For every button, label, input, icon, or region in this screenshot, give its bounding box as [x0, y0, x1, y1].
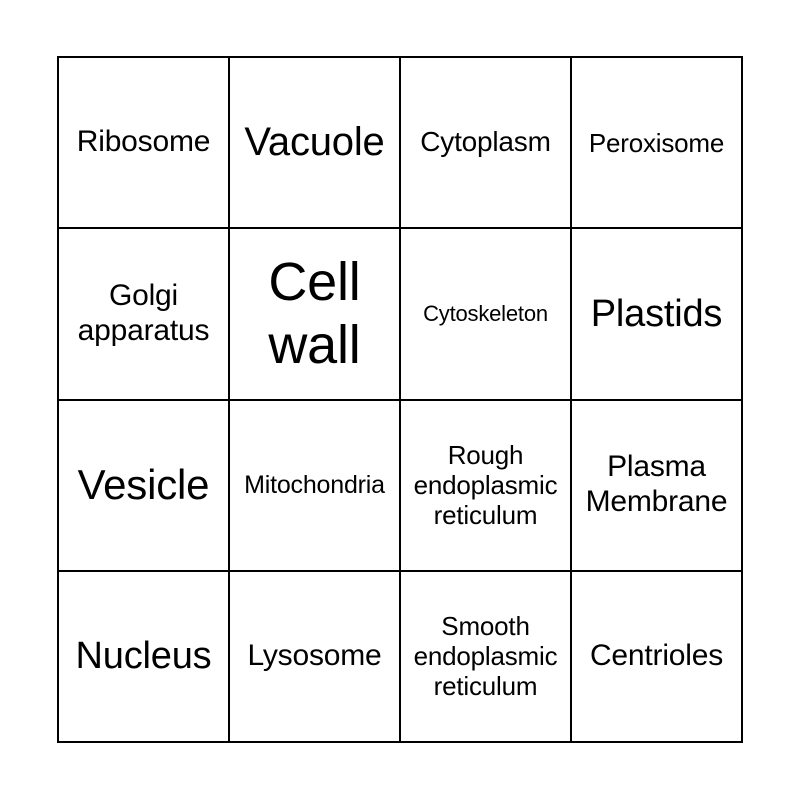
bingo-cell[interactable]: Rough endoplasmic reticulum [401, 400, 572, 572]
bingo-cell-label: Rough endoplasmic reticulum [413, 439, 558, 531]
bingo-cell-label: Vesicle [77, 460, 210, 508]
bingo-cell[interactable]: Plasma Membrane [572, 400, 743, 572]
bingo-cell-label: Smooth endoplasmic reticulum [413, 611, 558, 702]
bingo-cell-label: Golgi apparatus [77, 279, 210, 347]
bingo-cell-label: Vacuole [244, 120, 385, 165]
bingo-cell-label: Centrioles [589, 638, 724, 672]
bingo-cell[interactable]: Centrioles [572, 571, 743, 743]
bingo-cell[interactable]: Cytoskeleton [401, 229, 572, 401]
bingo-cell-label: Peroxisome [588, 127, 725, 158]
bingo-card-grid: Ribosome Vacuole Cytoplasm Peroxisome Go… [57, 56, 743, 743]
bingo-cell-label: Cell wall [268, 252, 361, 375]
bingo-cell[interactable]: Vacuole [230, 58, 401, 230]
bingo-cell[interactable]: Cytoplasm [401, 58, 572, 230]
bingo-cell-label: Cytoplasm [420, 126, 551, 158]
bingo-cell[interactable]: Plastids [572, 229, 743, 401]
bingo-cell[interactable]: Golgi apparatus [59, 229, 230, 401]
bingo-cell[interactable]: Ribosome [59, 58, 230, 230]
bingo-cell-label: Ribosome [76, 125, 211, 159]
bingo-cell[interactable]: Mitochondria [230, 400, 401, 572]
bingo-cell[interactable]: Peroxisome [572, 58, 743, 230]
bingo-cell-label: Lysosome [247, 638, 382, 672]
bingo-cell[interactable]: Smooth endoplasmic reticulum [401, 571, 572, 743]
bingo-cell[interactable]: Cell wall [230, 229, 401, 401]
bingo-cell-label: Plastids [590, 292, 723, 335]
bingo-cell[interactable]: Lysosome [230, 571, 401, 743]
bingo-cell[interactable]: Vesicle [59, 400, 230, 572]
bingo-cell-label: Mitochondria [244, 470, 385, 499]
bingo-cell-label: Plasma Membrane [585, 450, 728, 519]
bingo-cell-label: Cytoskeleton [423, 301, 548, 327]
bingo-cell-label: Nucleus [75, 635, 212, 678]
bingo-cell[interactable]: Nucleus [59, 571, 230, 743]
